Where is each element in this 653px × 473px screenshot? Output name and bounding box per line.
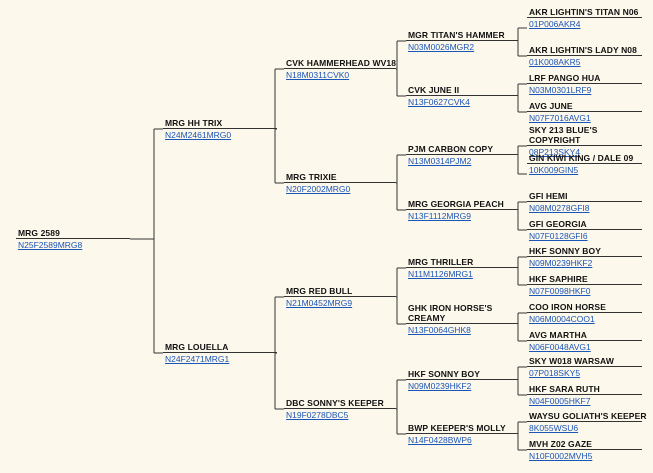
animal-name: MRG HH TRIX bbox=[165, 118, 223, 128]
registration-link[interactable]: N03M0026MGR2 bbox=[406, 40, 518, 52]
registration-link[interactable]: N10F0002MVH5 bbox=[527, 449, 642, 461]
animal-name: HKF SARA RUTH bbox=[529, 384, 600, 394]
registration-link[interactable]: N04F0005HKF7 bbox=[527, 394, 642, 406]
registration-link[interactable]: N07F7016AVG1 bbox=[527, 111, 642, 123]
animal-name: BWP KEEPER'S MOLLY bbox=[408, 423, 506, 433]
animal-name: CVK JUNE II bbox=[408, 85, 460, 95]
animal-name: DBC SONNY'S KEEPER bbox=[286, 398, 384, 408]
registration-link[interactable]: N18M0311CVK0 bbox=[284, 68, 396, 80]
registration-link[interactable]: N03M0301LRF9 bbox=[527, 83, 642, 95]
animal-name: AVG JUNE bbox=[529, 101, 573, 111]
registration-link[interactable]: N21M0452MRG9 bbox=[284, 296, 396, 308]
animal-name: GFI HEMI bbox=[529, 191, 568, 201]
registration-link[interactable]: N13F0627CVK4 bbox=[406, 95, 518, 107]
animal-name: PJM CARBON COPY bbox=[408, 144, 494, 154]
animal-name: MRG RED BULL bbox=[286, 286, 353, 296]
animal-name: AVG MARTHA bbox=[529, 330, 587, 340]
animal-name: SKY W018 WARSAW bbox=[529, 356, 614, 366]
registration-link[interactable]: N07F0128GFI6 bbox=[527, 229, 642, 241]
registration-link[interactable]: N19F0278DBC5 bbox=[284, 408, 396, 420]
registration-link[interactable]: N24F2471MRG1 bbox=[163, 352, 277, 364]
animal-name: CVK HAMMERHEAD WV18 bbox=[286, 58, 397, 68]
registration-link[interactable]: N13F0064GHK8 bbox=[406, 323, 518, 335]
animal-name: SKY 213 BLUE'S COPYRIGHT bbox=[529, 125, 598, 145]
animal-name: AKR LIGHTIN'S TITAN N06 bbox=[529, 7, 639, 17]
registration-link[interactable]: N06M0004COO1 bbox=[527, 312, 642, 324]
registration-link[interactable]: 10K009GIN5 bbox=[527, 163, 642, 175]
registration-link[interactable]: N07F0098HKF0 bbox=[527, 284, 642, 296]
registration-link[interactable]: 07P018SKY5 bbox=[527, 366, 642, 378]
registration-link[interactable]: N20F2002MRG0 bbox=[284, 182, 396, 194]
animal-name: HKF SONNY BOY bbox=[408, 369, 480, 379]
registration-link[interactable]: N11M1126MRG1 bbox=[406, 267, 518, 279]
registration-link[interactable]: N14F0428BWP6 bbox=[406, 433, 518, 445]
registration-link[interactable]: N24M2461MRG0 bbox=[163, 128, 277, 140]
registration-link[interactable]: N25F2589MRG8 bbox=[16, 238, 130, 250]
registration-link[interactable]: N09M0239HKF2 bbox=[406, 379, 518, 391]
registration-link[interactable]: N09M0239HKF2 bbox=[527, 256, 642, 268]
registration-link[interactable]: 01P006AKR4 bbox=[527, 17, 642, 29]
registration-link[interactable]: 08P213SKY4 bbox=[527, 145, 642, 157]
animal-name: MVH Z02 GAZE bbox=[529, 439, 593, 449]
animal-name: LRF PANGO HUA bbox=[529, 73, 601, 83]
registration-link[interactable]: N13M0314PJM2 bbox=[406, 154, 518, 166]
animal-name: COO IRON HORSE bbox=[529, 302, 606, 312]
registration-link[interactable]: N13F1112MRG9 bbox=[406, 209, 518, 221]
animal-name: MRG THRILLER bbox=[408, 257, 474, 267]
animal-name: MRG TRIXIE bbox=[286, 172, 337, 182]
animal-name: GHK IRON HORSE'S CREAMY bbox=[408, 303, 493, 323]
animal-name: WAYSU GOLIATH'S KEEPER bbox=[529, 411, 647, 421]
registration-link[interactable]: N06F0048AVG1 bbox=[527, 340, 642, 352]
animal-name: MRG GEORGIA PEACH bbox=[408, 199, 504, 209]
animal-name: MRG LOUELLA bbox=[165, 342, 229, 352]
registration-link[interactable]: N08M0278GFI8 bbox=[527, 201, 642, 213]
animal-name: HKF SAPHIRE bbox=[529, 274, 588, 284]
animal-name: AKR LIGHTIN'S LADY N08 bbox=[529, 45, 637, 55]
animal-name: MRG 2589 bbox=[18, 228, 60, 238]
animal-name: HKF SONNY BOY bbox=[529, 246, 601, 256]
animal-name: GFI GEORGIA bbox=[529, 219, 587, 229]
animal-name: GIN KIWI KING / DALE 09 bbox=[529, 153, 634, 163]
animal-name: MGR TITAN'S HAMMER bbox=[408, 30, 505, 40]
registration-link[interactable]: 8K055WSU6 bbox=[527, 421, 642, 433]
registration-link[interactable]: 01K008AKR5 bbox=[527, 55, 642, 67]
